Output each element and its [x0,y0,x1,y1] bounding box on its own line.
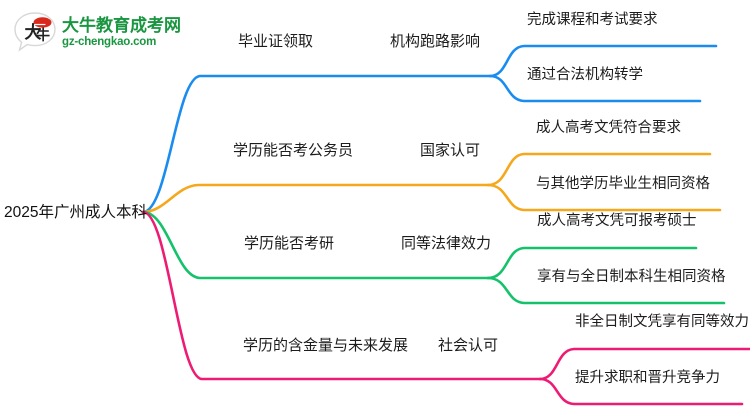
branch-1-level1-label[interactable]: 毕业证领取 [238,33,314,50]
branch-connector-4 [141,210,750,406]
branch-4-leaf-1-label[interactable]: 非全日制文凭享有同等效力 [575,314,749,330]
branch-4-level2-label[interactable]: 社会认可 [438,337,499,354]
logo-mark-icon: 大 牛 [12,11,58,53]
branch-3-level1-label[interactable]: 学历能否考研 [244,235,335,252]
branch-3-leaf-2-label[interactable]: 享有与全日制本科生相同资格 [537,269,726,285]
root-node-label[interactable]: 2025年广州成人本科 [4,204,147,221]
branch-1-leaf-2-label[interactable]: 通过合法机构转学 [527,67,643,83]
logo-title: 大牛教育成考网 [62,15,181,35]
branch-4-leaf-2-label[interactable]: 提升求职和晋升竞争力 [575,370,720,386]
branch-2-leaf-2-label[interactable]: 与其他学历毕业生相同资格 [536,176,710,192]
svg-text:大: 大 [25,22,42,42]
logo-text: 大牛教育成考网 gz-chengkao.com [62,16,181,49]
branch-4-level1-label[interactable]: 学历的含金量与未来发展 [243,337,409,354]
branch-connector-1 [141,44,718,214]
branch-connector-3 [141,210,726,305]
branch-3-level2-label[interactable]: 同等法律效力 [401,235,492,252]
branch-connector-2 [141,152,722,214]
logo-subtitle: gz-chengkao.com [62,35,157,48]
branch-3-leaf-1-label[interactable]: 成人高考文凭可报考硕士 [537,213,697,229]
svg-text:牛: 牛 [36,27,50,43]
branch-1-leaf-1-label[interactable]: 完成课程和考试要求 [527,12,658,28]
branch-2-level2-label[interactable]: 国家认可 [420,142,481,159]
branch-2-level1-label[interactable]: 学历能否考公务员 [233,142,354,159]
site-logo[interactable]: 大 牛 大牛教育成考网 gz-chengkao.com [12,8,181,56]
branch-2-leaf-1-label[interactable]: 成人高考文凭符合要求 [536,120,681,136]
branch-1-level2-label[interactable]: 机构跑路影响 [390,33,481,50]
